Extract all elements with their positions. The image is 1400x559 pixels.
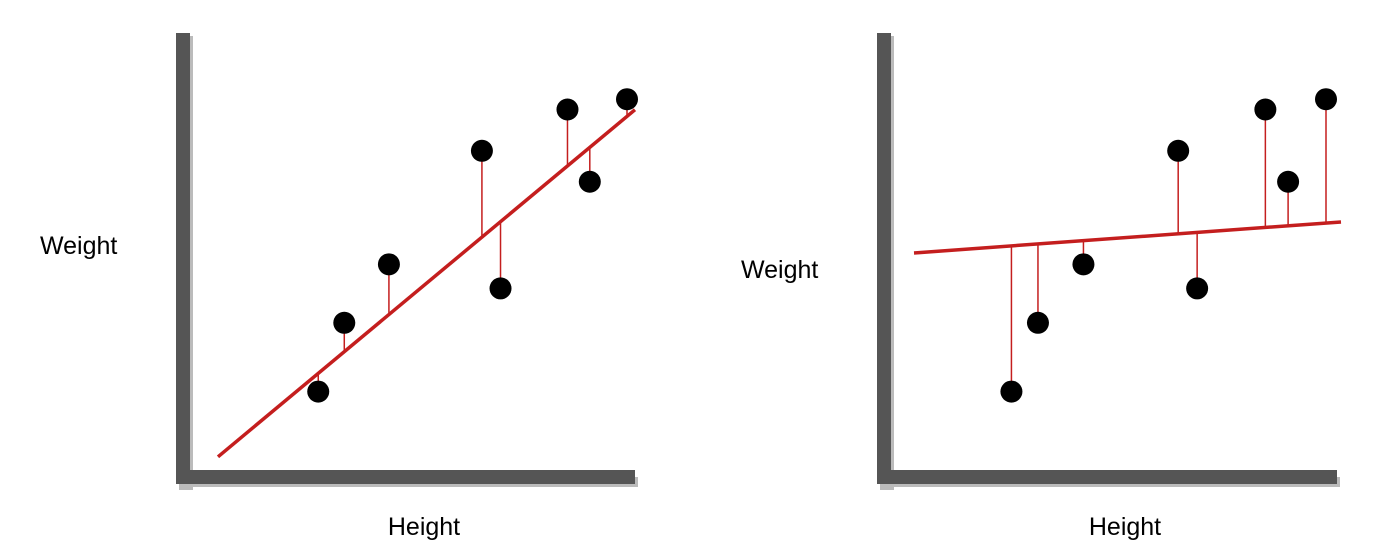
data-point [1026,311,1049,334]
data-point [1000,380,1023,403]
x-axis [176,470,635,484]
data-point [1186,277,1209,300]
x-axis-label: Height [388,513,460,541]
data-point [377,253,400,276]
data-point [1072,253,1095,276]
fit-line [913,220,1342,255]
data-point [1254,98,1277,121]
y-axis [176,33,190,484]
y-axis-label: Weight [40,232,117,260]
data-point [1167,139,1190,162]
data-point [489,277,512,300]
data-point [333,311,356,334]
fit-line [216,108,637,459]
x-axis [877,470,1337,484]
data-point [470,139,493,162]
x-axis-label: Height [1089,513,1161,541]
y-axis-label: Weight [741,256,818,284]
y-axis [877,33,891,484]
data-point [307,380,330,403]
data-point [578,170,601,193]
data-point [1315,88,1337,111]
data-point [616,88,638,111]
data-point [556,98,579,121]
data-point [1277,170,1300,193]
